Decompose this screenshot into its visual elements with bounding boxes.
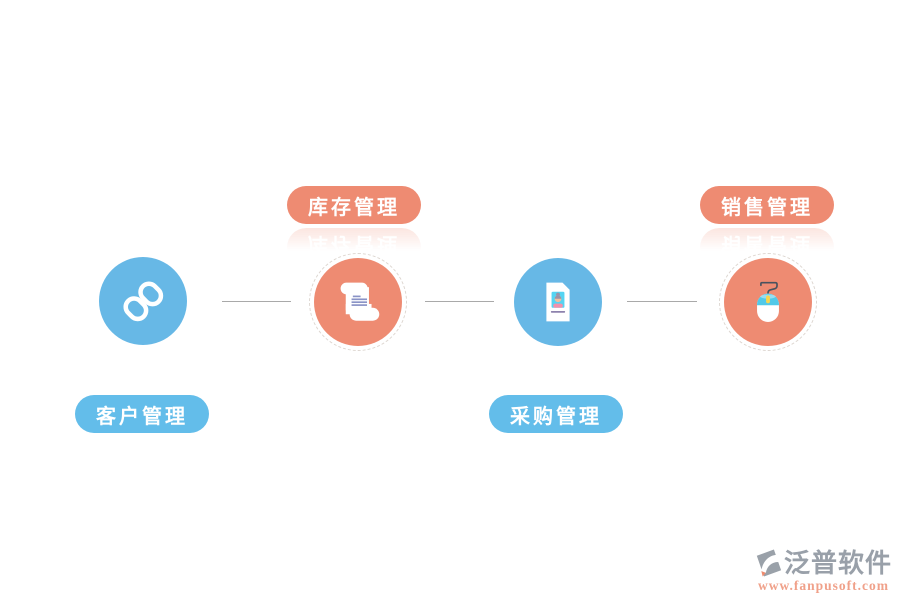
label-group-purchase: 采购管理 [489, 395, 623, 433]
node-inventory [309, 253, 407, 351]
node-customer [99, 257, 187, 345]
brand-name: 泛普软件 [783, 548, 892, 578]
label-group-inventory: 库存管理 库存管理 [287, 186, 421, 266]
label-purchase: 采购管理 [489, 395, 623, 433]
fanpu-logo-icon [756, 549, 782, 577]
label-sales-reflection: 销售管理 [700, 228, 834, 266]
connector-line-3 [627, 301, 697, 302]
connector-line-1 [222, 301, 291, 302]
label-sales: 销售管理 [700, 186, 834, 224]
label-customer: 客户管理 [75, 395, 209, 433]
label-inventory: 库存管理 [287, 186, 421, 224]
dashed-ring [719, 253, 817, 351]
label-group-sales: 销售管理 销售管理 [700, 186, 834, 266]
label-group-customer: 客户管理 [75, 395, 209, 433]
brand-logo: 泛普软件 www.fanpusoft.com [755, 548, 892, 594]
brand-url: www.fanpusoft.com [757, 578, 889, 593]
id-card-icon [546, 282, 570, 322]
node-purchase [514, 258, 602, 346]
connector-line-2 [425, 301, 494, 302]
label-inventory-reflection: 库存管理 [287, 228, 421, 266]
dashed-ring [309, 253, 407, 351]
node-sales [719, 253, 817, 351]
chain-link-icon [123, 281, 164, 322]
